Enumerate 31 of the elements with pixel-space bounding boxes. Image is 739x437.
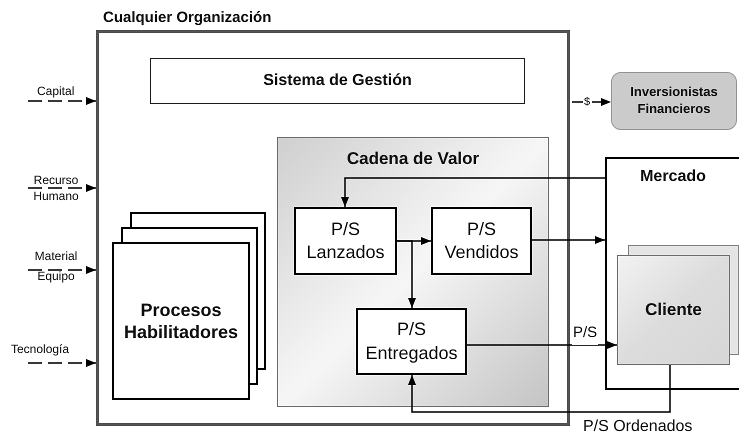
node-label: P/S Entregados: [364, 318, 459, 365]
stakeholder-box: [611, 72, 737, 130]
process-box: [356, 308, 467, 375]
arrow: [532, 236, 605, 244]
process-box: [431, 207, 532, 275]
process-box: [150, 58, 525, 104]
process-box: [112, 242, 250, 400]
arrow: [467, 341, 617, 349]
process-box: [294, 207, 397, 275]
node-label: Cualquier Organización: [103, 9, 272, 26]
arrow: [408, 365, 671, 413]
arrow: [397, 240, 416, 308]
client-box: [617, 255, 730, 365]
arrow: [341, 177, 605, 207]
group-panel: [277, 137, 549, 407]
node-label: P/S Vendidos: [443, 218, 520, 264]
node-label: Cliente: [645, 299, 702, 322]
arrow: [28, 97, 96, 105]
node-label: Sistema de Gestión: [263, 71, 412, 91]
node-label: P/S Lanzados: [306, 218, 386, 264]
arrow: [572, 98, 611, 106]
arrow: [28, 359, 96, 367]
arrow: [28, 266, 96, 274]
market-box: [605, 157, 739, 390]
node-label: Procesos Habilitadores: [122, 298, 240, 344]
node-label: Cadena de Valor: [346, 148, 480, 170]
edge-label: Material Equipo: [34, 248, 78, 286]
node-label: Mercado: [640, 167, 706, 187]
arrow: [28, 184, 96, 192]
edge-label: Recurso Humano: [32, 172, 80, 204]
node-label: Inversionistas Financieros: [629, 84, 719, 118]
